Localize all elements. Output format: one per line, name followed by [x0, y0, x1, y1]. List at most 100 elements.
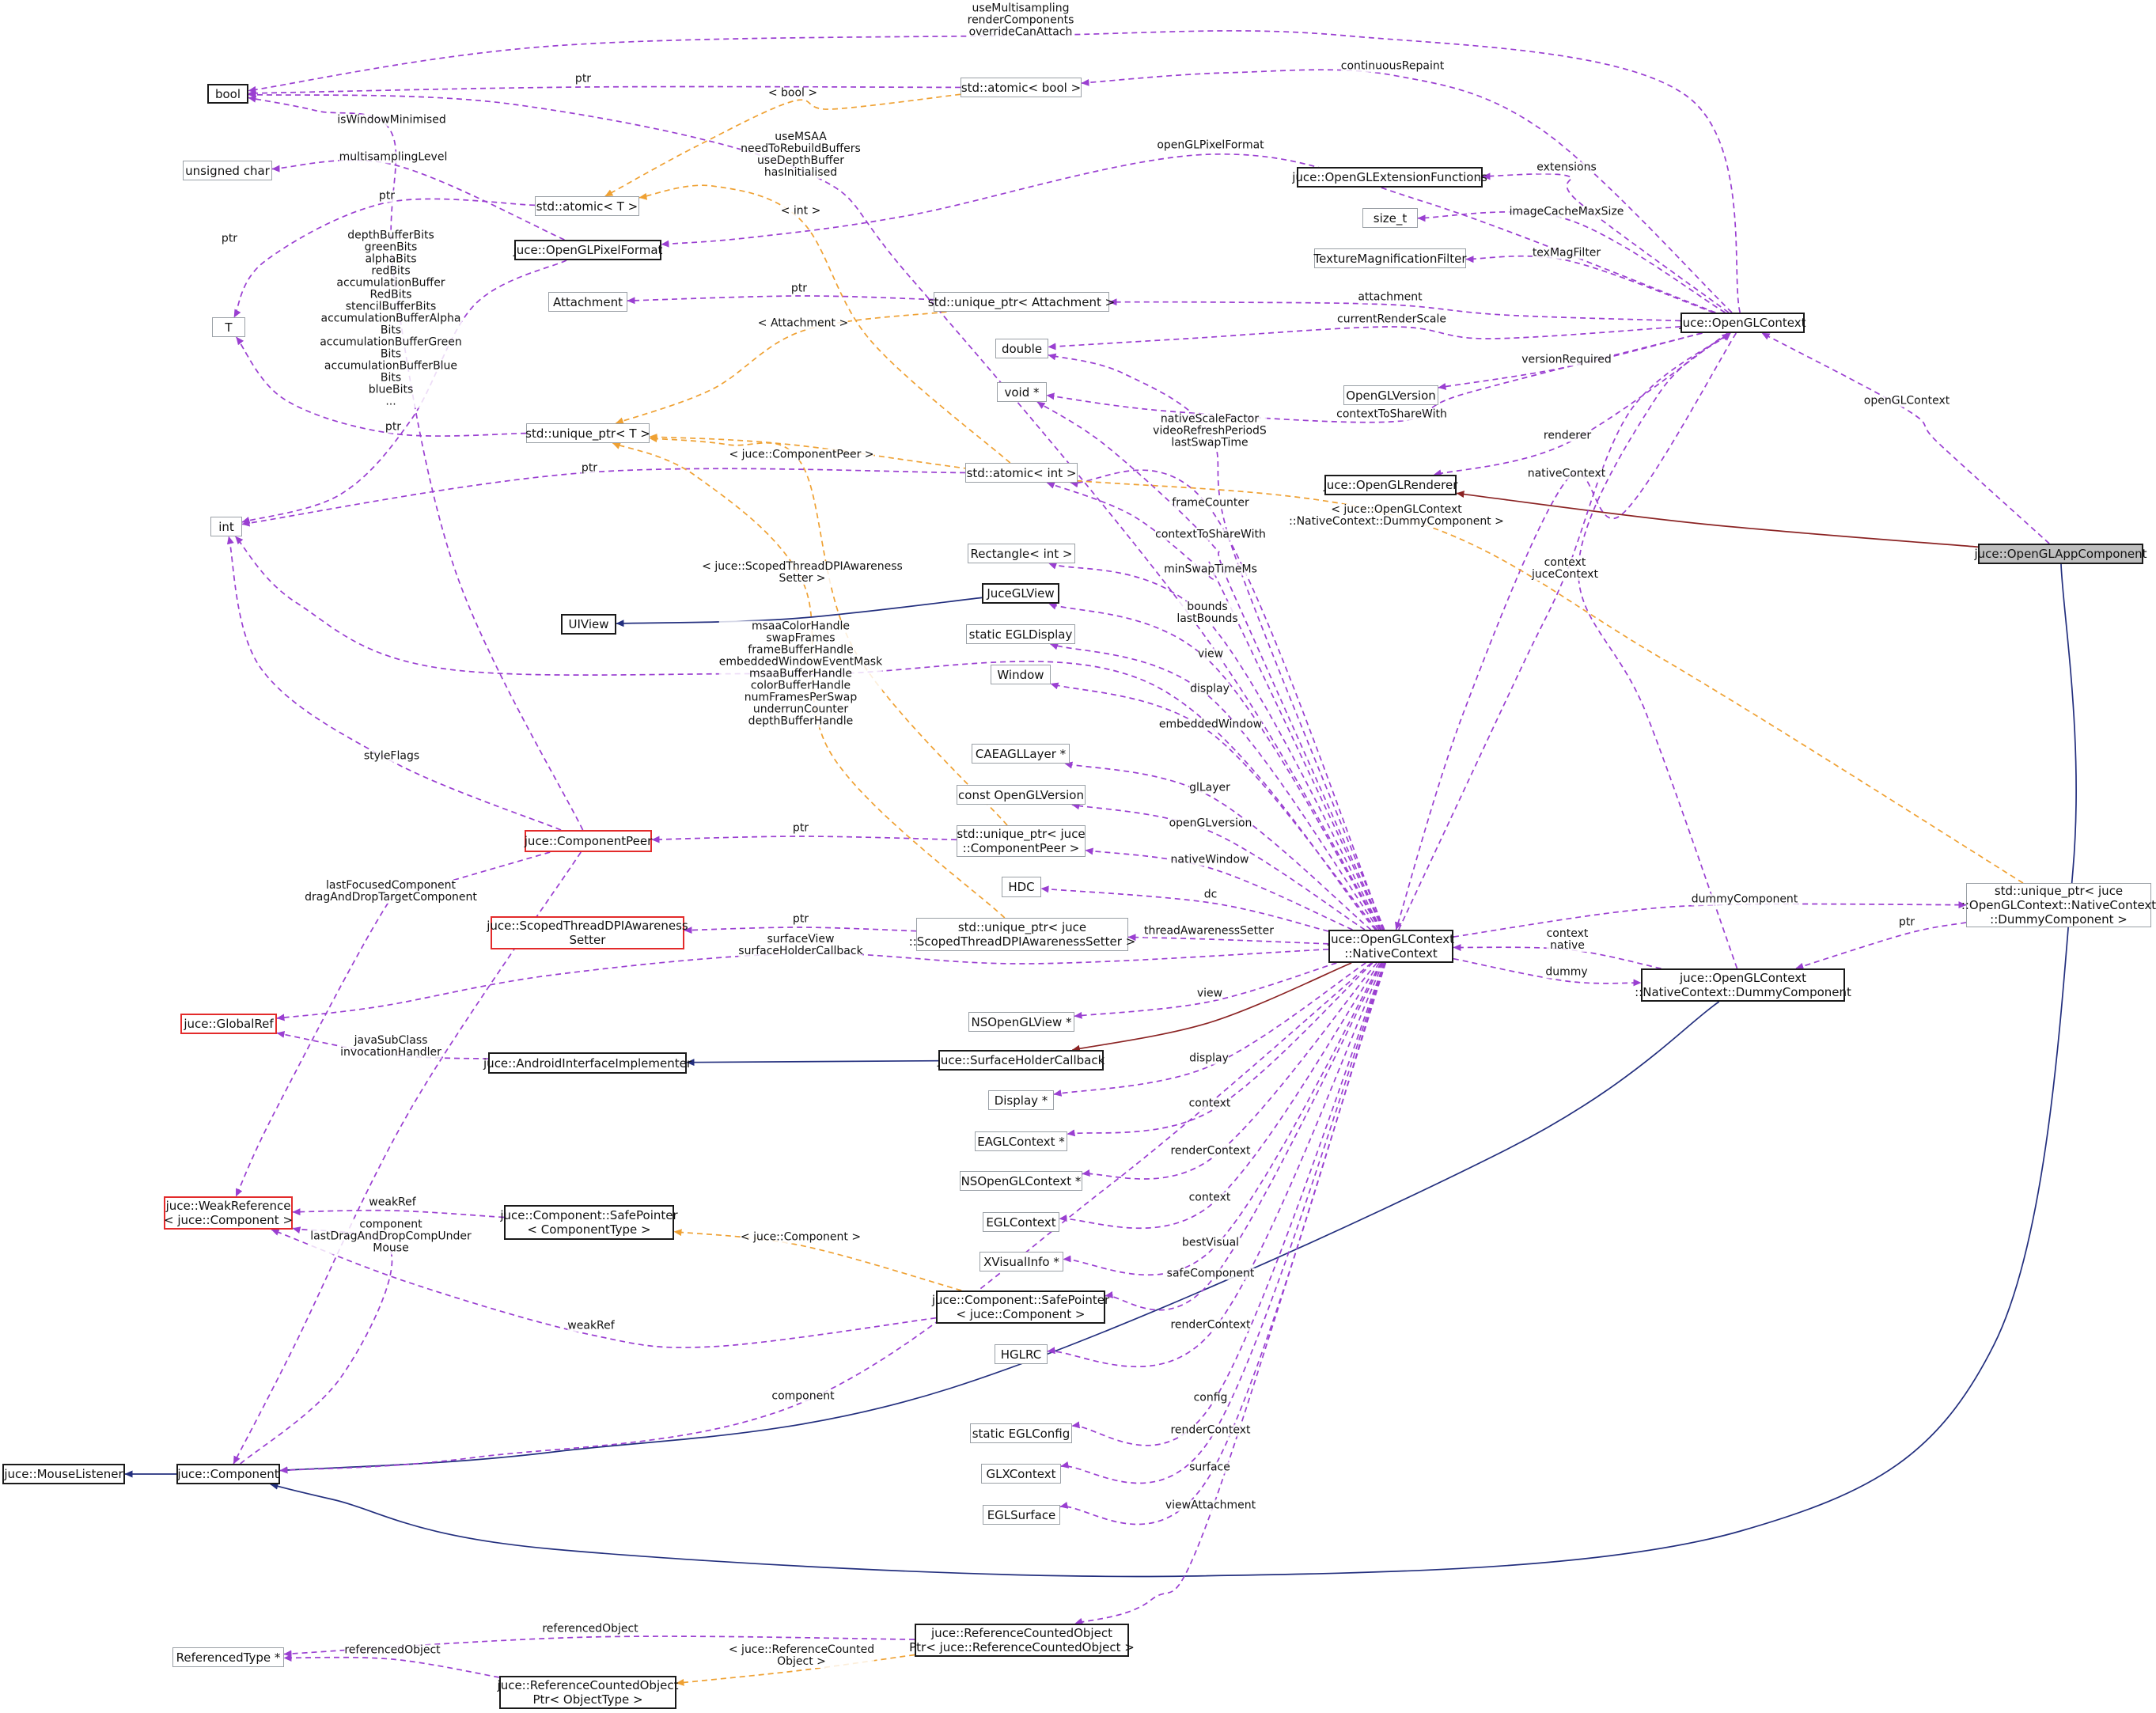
- edge-natctx-hglrc: [1047, 962, 1384, 1368]
- class-node-label-line: int: [218, 519, 234, 534]
- edge-sp_ct-weakref: [292, 1208, 505, 1218]
- class-node-label-line: ::OpenGLContext::NativeContext: [1961, 898, 2156, 912]
- class-node-label-line: ::ScopedThreadDPIAwarenessSetter >: [908, 934, 1136, 949]
- class-node-label-line: TextureMagnificationFilter: [1313, 251, 1467, 266]
- class-node-attach: Attachment: [548, 292, 627, 312]
- class-node-label: EGLSurface: [987, 1508, 1056, 1522]
- class-node-mouselistener[interactable]: juce::MouseListener: [2, 1464, 125, 1484]
- class-node-shcb[interactable]: juce::SurfaceHolderCallback: [938, 1050, 1105, 1071]
- edge-context-size_t: [1417, 211, 1726, 313]
- class-node-egldisplay: static EGLDisplay: [966, 624, 1075, 644]
- class-node-label-line: double: [1001, 341, 1043, 356]
- class-node-label: juce::OpenGLContext::NativeContext: [1328, 932, 1454, 961]
- class-node-label: NSOpenGLView *: [971, 1015, 1071, 1029]
- class-node-renderer[interactable]: juce::OpenGLRenderer: [1324, 475, 1457, 495]
- edge-appcomp-renderer: [1456, 491, 1979, 548]
- class-node-natctx[interactable]: juce::OpenGLContext::NativeContext: [1328, 930, 1454, 963]
- class-node-label-line: std::unique_ptr< juce: [957, 920, 1087, 934]
- edge-natctx-component: [279, 962, 1372, 1474]
- edge-appcomp-component: [270, 563, 2077, 1578]
- edge-dummy-component: [279, 1001, 1720, 1474]
- class-node-label-line: < ComponentType >: [527, 1222, 651, 1237]
- class-node-globalref[interactable]: juce::GlobalRef: [180, 1014, 277, 1034]
- class-node-eglsurf: EGLSurface: [983, 1505, 1060, 1525]
- class-node-label: bool: [215, 87, 241, 101]
- edge-natctx-eglcfg: [1071, 962, 1385, 1446]
- class-node-caeagl: CAEAGLLayer *: [972, 744, 1070, 764]
- class-node-dummy[interactable]: juce::OpenGLContext::NativeContext::Dumm…: [1635, 968, 1851, 1002]
- class-node-eglctx: EGLContext: [983, 1212, 1059, 1232]
- edge-natctx-uptr_stdas: [1127, 934, 1329, 945]
- class-node-juceglview[interactable]: JuceGLView: [982, 583, 1059, 604]
- edge-uptr_stdas-uptr_T: [612, 442, 1006, 919]
- class-node-label-line: unsigned char: [185, 163, 270, 178]
- class-node-appcomp[interactable]: juce::OpenGLAppComponent: [1974, 544, 2147, 564]
- class-node-label: juce::OpenGLPixelFormat: [513, 243, 663, 257]
- class-node-context[interactable]: juce::OpenGLContext: [1679, 313, 1806, 333]
- edge-atomic_T-T: [233, 198, 536, 318]
- class-node-label-line: ::NativeContext: [1344, 946, 1438, 961]
- edge-rcop_rco-rcop_ot: [676, 1654, 915, 1686]
- edge-natctx-bool: [248, 91, 1382, 930]
- class-node-label: HGLRC: [1001, 1347, 1041, 1362]
- class-node-uiview[interactable]: UIView: [561, 614, 616, 635]
- class-node-bool[interactable]: bool: [207, 84, 248, 104]
- edge-context-voidp: [1046, 332, 1703, 423]
- class-node-label: juce::Component::SafePointer< juce::Comp…: [932, 1293, 1109, 1321]
- class-node-label: EGLContext: [986, 1215, 1055, 1230]
- class-node-label-line: Ptr< ObjectType >: [532, 1692, 643, 1707]
- class-node-peer[interactable]: juce::ComponentPeer: [525, 830, 652, 852]
- class-node-androidii[interactable]: juce::AndroidInterfaceImplementer: [483, 1052, 692, 1074]
- edge-natctx-display: [1053, 962, 1366, 1097]
- edge-pixfmt-uchar: [271, 159, 565, 241]
- edge-uptr_peer-uptr_T: [649, 435, 1008, 826]
- class-node-eagl: EAGLContext *: [975, 1131, 1067, 1151]
- edge-natctx-sp_c: [1105, 962, 1383, 1311]
- edge-natctx-constver: [1071, 802, 1366, 930]
- class-node-sp_ct[interactable]: juce::Component::SafePointer< ComponentT…: [500, 1205, 678, 1240]
- class-node-xvis: XVisualInfo *: [979, 1252, 1063, 1271]
- class-node-label: juce::SurfaceHolderCallback: [938, 1053, 1105, 1067]
- class-node-label-line: Ptr< juce::ReferenceCountedObject >: [909, 1640, 1135, 1654]
- edge-peer-bool: [248, 95, 584, 831]
- class-node-label-line: juce::ScopedThreadDPIAwareness: [487, 919, 688, 933]
- class-node-uchar: unsigned char: [183, 161, 272, 180]
- edge-context-atomic_bool: [1081, 69, 1733, 313]
- edge-natctx-nsview: [1074, 962, 1337, 1019]
- edge-natctx-shcb: [1071, 962, 1352, 1052]
- class-node-label-line: juce::ReferenceCountedObject: [497, 1678, 679, 1692]
- class-node-label: juce::OpenGLExtensionFunctions: [1292, 170, 1487, 184]
- edge-sp_c-weakref: [271, 1229, 937, 1348]
- edge-natctx-hdc: [1040, 885, 1329, 932]
- class-node-label-line: NSOpenGLContext *: [961, 1173, 1082, 1188]
- class-node-label-line: juce::MouseListener: [4, 1467, 123, 1481]
- class-node-label-line: Setter: [569, 933, 606, 947]
- class-node-sp_c[interactable]: juce::Component::SafePointer< juce::Comp…: [932, 1290, 1109, 1324]
- edge-uptr_T-T: [236, 336, 527, 437]
- class-node-label: T: [225, 320, 232, 335]
- edge-natctx-dummy: [1453, 957, 1642, 987]
- class-node-pixfmt[interactable]: juce::OpenGLPixelFormat: [513, 240, 663, 260]
- class-node-label-line: std::atomic< bool >: [961, 80, 1082, 95]
- class-node-oglver: OpenGLVersion: [1343, 385, 1438, 405]
- edge-atomic_int-atomic_T: [638, 184, 1011, 464]
- edge-natctx-juceglview: [1048, 602, 1381, 930]
- class-node-label-line: OpenGLVersion: [1346, 388, 1436, 403]
- class-node-component[interactable]: juce::Component: [176, 1464, 280, 1484]
- class-node-reftype: ReferencedType *: [172, 1647, 284, 1667]
- edge-sp_c-sp_ct: [673, 1229, 962, 1291]
- class-node-label: std::unique_ptr< juce::OpenGLContext::Na…: [1961, 884, 2156, 927]
- class-node-weakref[interactable]: juce::WeakReference< juce::Component >: [164, 1196, 293, 1230]
- class-node-label-line: juce::GlobalRef: [184, 1017, 274, 1031]
- edge-natctx-nsctx: [1082, 962, 1377, 1180]
- class-node-extfn[interactable]: juce::OpenGLExtensionFunctions: [1292, 167, 1487, 188]
- edge-context-oglver: [1438, 332, 1703, 390]
- edge-natctx-caeagl: [1064, 761, 1372, 930]
- class-node-label: void *: [1004, 385, 1039, 400]
- class-node-label-line: juce::OpenGLRenderer: [1323, 478, 1458, 492]
- class-node-atomic_T: std::atomic< T >: [535, 196, 639, 216]
